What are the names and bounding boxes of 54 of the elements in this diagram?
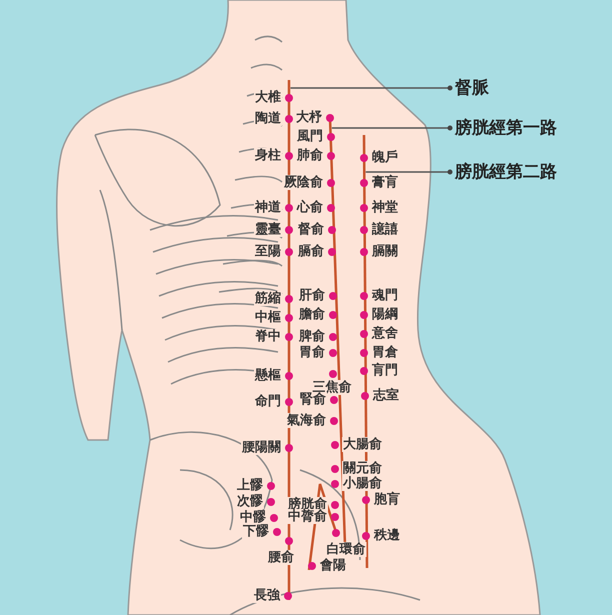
- acupoint-label: 肝俞: [298, 288, 326, 303]
- acupoint-label: 意舍: [371, 326, 399, 341]
- acupoint-label: 志室: [372, 388, 400, 403]
- acupoint-label: 陶道: [254, 111, 282, 126]
- acupoint-label: 關元俞: [342, 461, 383, 476]
- acupoint-label: 督俞: [297, 222, 325, 237]
- acupoint-label: 魂門: [371, 288, 399, 303]
- meridian-label: 膀胱經第一路: [455, 118, 557, 138]
- acupoint-label: 肺俞: [296, 148, 324, 163]
- acupoint-label: 陽綱: [371, 307, 399, 322]
- acupoint-label: 厥陰俞: [283, 175, 324, 190]
- acupoint-label: 大椎: [254, 90, 282, 105]
- acupoint-label: 中髎: [239, 510, 267, 525]
- acupoint-label: 神道: [254, 200, 282, 215]
- acupoint-label: 膽俞: [298, 307, 326, 322]
- acupoint-label: 命門: [254, 394, 282, 409]
- acupoint-label: 身柱: [254, 148, 282, 163]
- acupoint-label: 長強: [253, 588, 281, 603]
- acupoint-label: 氣海俞: [286, 413, 327, 428]
- acupoint-label: 白環俞: [326, 542, 366, 557]
- acupoint-label: 小腸俞: [342, 476, 383, 491]
- acupoint-label: 腰俞: [267, 550, 295, 565]
- acupoint-label: 心俞: [296, 200, 324, 215]
- meridian-label: 督脈: [455, 78, 489, 98]
- acupoint-label: 大腸俞: [342, 437, 383, 452]
- acupoint-label: 下髎: [242, 524, 270, 539]
- acupoint-label: 秩邊: [373, 528, 401, 543]
- acupoint-label: 胞肓: [373, 492, 401, 507]
- acupoint-label: 會陽: [319, 558, 347, 573]
- acupoint-label: 譩譆: [371, 222, 399, 237]
- leader-line: [366, 170, 452, 174]
- acupoint-label: 肓門: [371, 363, 399, 378]
- acupoint-label: 胃俞: [298, 345, 326, 360]
- acupoint-label: 膈關: [371, 244, 399, 259]
- acupoint-label: 魄戶: [371, 150, 399, 165]
- acupoint-label: 靈臺: [254, 222, 282, 237]
- acupoint-label: 神堂: [371, 200, 399, 215]
- acupoint-label: 懸樞: [254, 368, 282, 383]
- acupoint-label: 風門: [296, 129, 324, 144]
- acupoint-label: 中樞: [254, 310, 282, 325]
- leader-line: [332, 126, 452, 130]
- acupoint-label: 筋縮: [254, 291, 282, 306]
- acupoint-label: 膈俞: [297, 244, 325, 259]
- leader-line: [290, 86, 452, 90]
- acupoint-label: 腰陽關: [241, 440, 282, 455]
- acupoint-label: 胃倉: [371, 345, 399, 360]
- acupoint-label: 上髎: [236, 478, 264, 493]
- acupoint-label: 脊中: [254, 329, 282, 344]
- acupoint-label: 大杼: [295, 110, 323, 125]
- acupoint-label: 脾俞: [298, 329, 326, 344]
- acupoint-label: 膏肓: [371, 175, 399, 190]
- acupoint-label: 至陽: [254, 244, 282, 259]
- meridian-label: 膀胱經第二路: [455, 162, 557, 182]
- acupoint-label: 次髎: [236, 494, 264, 509]
